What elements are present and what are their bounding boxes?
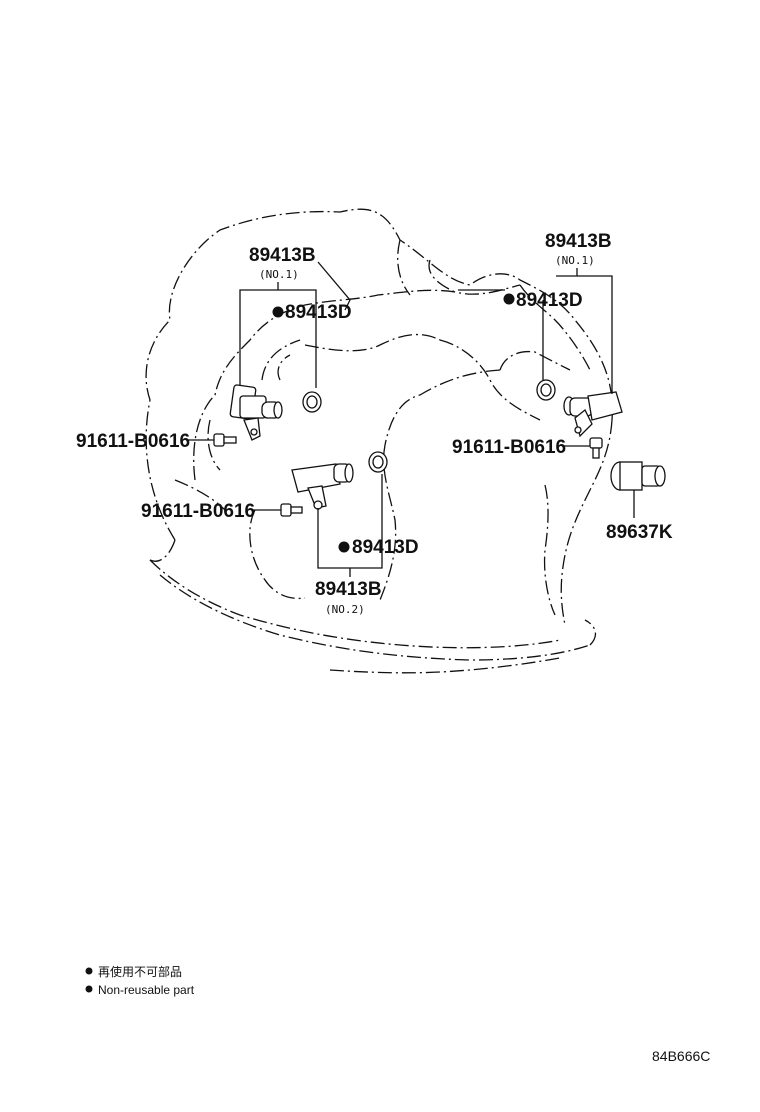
label-sensor-no2: 89413B [315,579,382,600]
note-sensor-no2: (NO.2) [325,603,365,616]
legend-dot-japanese [85,967,93,975]
note-sensor-no1-left: (NO.1) [259,268,299,281]
label-oring-right: 89413D [516,290,583,311]
bolt-left [213,433,237,447]
sensor-no2 [291,463,354,510]
label-oring-left: 89413D [285,302,352,323]
label-sensor-no1-right: 89413B [545,231,612,252]
legend-dot-english [85,985,93,993]
label-sensor-no1-left: 89413B [249,245,316,266]
transmission-housing-outline [145,208,614,674]
label-bolt-right: 91611-B0616 [452,437,566,458]
bolt-right [589,437,603,459]
legend-japanese: 再使用不可部品 [98,964,182,979]
legend: 再使用不可部品 Non-reusable part [85,964,195,997]
sensor-no1-right [563,391,623,438]
nonreusable-dot-middle [338,541,350,553]
sensor-no1-left [229,384,283,441]
bolt-middle [280,503,303,517]
note-sensor-no1-right: (NO.1) [555,254,595,267]
label-switch-right: 89637K [606,522,673,543]
leader-lines [186,261,635,577]
drawing-code: 84B666C [652,1048,710,1064]
switch-89637k [610,461,666,491]
oring-middle [368,451,388,473]
nonreusable-dot-right [503,293,515,305]
oring-left [302,391,322,413]
nonreusable-dot-left [272,306,284,318]
oring-right [536,379,556,401]
label-bolt-left: 91611-B0616 [76,431,190,452]
legend-english: Non-reusable part [98,983,195,997]
label-bolt-middle: 91611-B0616 [141,501,255,522]
label-oring-middle: 89413D [352,537,419,558]
